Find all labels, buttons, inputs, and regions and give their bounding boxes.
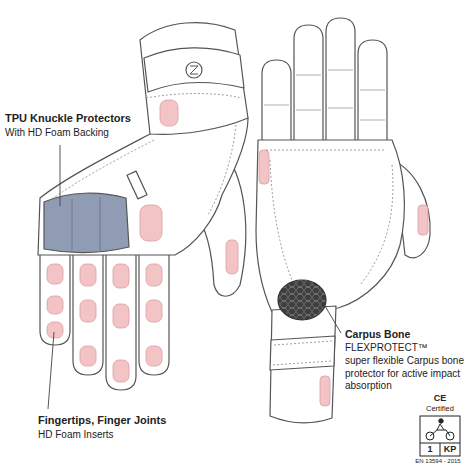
foam-insert — [80, 264, 96, 286]
callout-text: super flexible Carpus bone protector for… — [345, 355, 471, 393]
foam-insert — [140, 205, 162, 241]
ce-mark: CE — [420, 393, 460, 404]
glove-back-view — [38, 23, 248, 390]
carpus-protector — [278, 280, 326, 320]
glove-finger — [139, 250, 169, 375]
leader-line — [325, 306, 341, 333]
leader-line — [48, 332, 54, 409]
callout-title: TPU Knuckle Protectors — [5, 112, 131, 125]
glove-hand — [38, 118, 248, 255]
glove-cuff — [140, 23, 248, 135]
foam-insert — [47, 264, 63, 284]
finger-crease — [264, 70, 385, 120]
foam-insert — [47, 322, 63, 338]
ce-certification-box — [420, 443, 460, 456]
callout-title: Carpus Bone — [345, 328, 410, 341]
foam-insert — [146, 300, 162, 322]
certification-text: Certified — [415, 404, 465, 413]
glove-finger — [40, 250, 70, 345]
foam-insert — [259, 150, 269, 184]
glove-finger — [262, 18, 387, 150]
ce-certification-box — [430, 424, 450, 436]
protection-class: KP — [440, 443, 460, 456]
stitching — [266, 150, 393, 285]
callout-text: FLEXPROTECT™ — [345, 342, 428, 354]
knuckle-protector — [44, 193, 129, 252]
foam-insert — [146, 346, 162, 366]
leader-line — [60, 145, 61, 206]
foam-insert — [113, 264, 129, 288]
cuff-strap — [144, 48, 244, 92]
glove-finger — [358, 40, 387, 150]
foam-insert — [418, 205, 428, 235]
foam-insert — [47, 264, 162, 382]
foam-insert — [113, 360, 129, 382]
callout-title: Fingertips, Finger Joints — [38, 414, 166, 427]
foam-insert — [47, 296, 63, 314]
glove-finger — [40, 250, 169, 390]
foam-insert — [160, 100, 178, 126]
glove-finger — [294, 25, 323, 150]
logo-mark — [190, 66, 198, 74]
ce-certification-box — [420, 416, 460, 456]
logo-circle — [186, 62, 202, 78]
glove-finger — [326, 18, 355, 150]
standard-number: EN 13594 - 2015 — [405, 458, 471, 465]
stitching — [273, 341, 332, 365]
brand-tab — [127, 171, 147, 199]
ce-certification-box — [439, 419, 443, 423]
ce-certification-box — [420, 416, 460, 456]
knuckle-ridge — [72, 197, 100, 251]
leader-line — [48, 145, 341, 409]
foam-insert — [320, 376, 330, 406]
stitching — [48, 94, 242, 216]
foam-insert — [80, 300, 96, 322]
foam-insert — [226, 240, 238, 274]
protection-level: 1 — [420, 443, 440, 456]
callout-text: With HD Foam Backing — [5, 127, 109, 139]
foam-insert — [113, 304, 129, 328]
glove-finger — [73, 250, 103, 375]
glove-palm — [256, 140, 404, 312]
callout-text: HD Foam Inserts — [38, 429, 114, 441]
cuff-strap — [270, 336, 335, 370]
glove-cuff — [270, 306, 336, 423]
foam-insert — [80, 346, 96, 366]
glove-finger — [106, 250, 136, 390]
foam-insert — [146, 264, 162, 286]
